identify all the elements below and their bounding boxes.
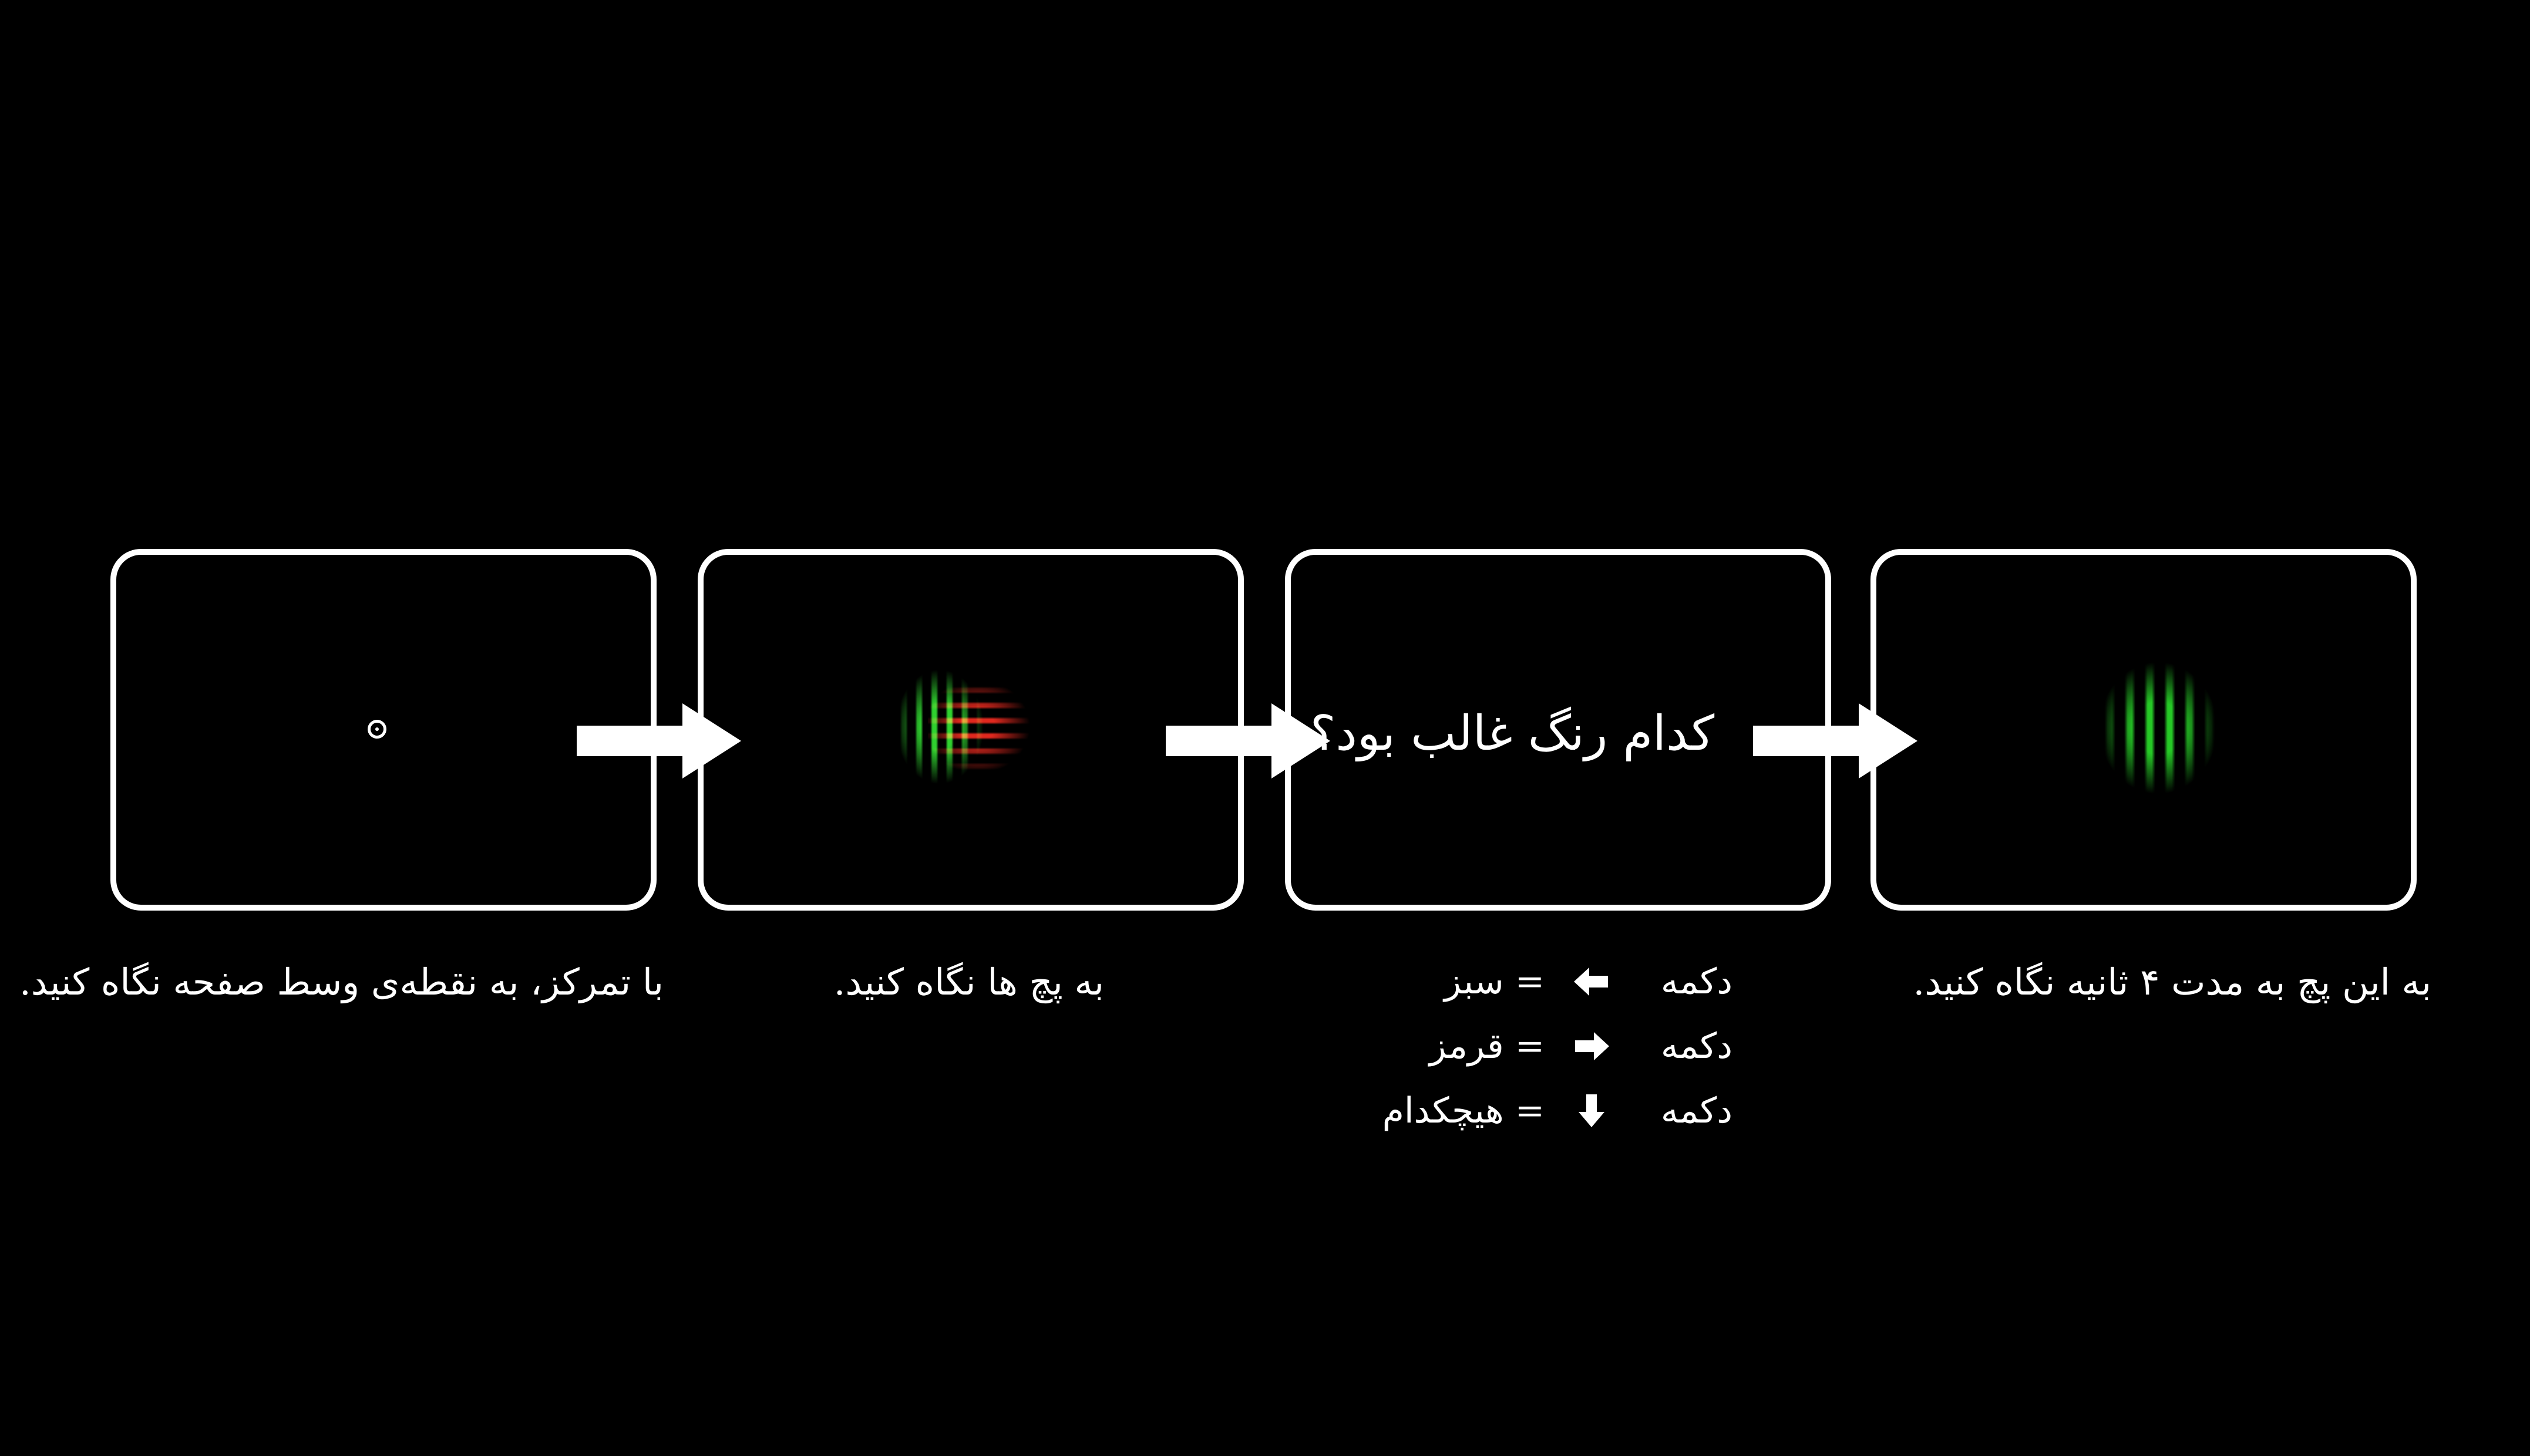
arrow-down-icon — [1579, 1094, 1604, 1127]
key-meaning: = هیچکدام — [1382, 1090, 1545, 1131]
flow-arrow-right-icon — [577, 703, 741, 778]
key-meaning: = قرمز — [1429, 1026, 1545, 1067]
caption-fixation: با تمرکز، به نقطه‌ی وسط صفحه نگاه کنید. — [19, 960, 664, 1003]
flow-arrow-right-icon — [1166, 703, 1330, 778]
response-key-none: دکمه = هیچکدام — [1368, 1081, 1732, 1140]
red-horizontal-grating — [928, 663, 1069, 790]
fixation-dot-icon — [368, 720, 386, 739]
key-word: دکمه — [1660, 1026, 1732, 1067]
flow-arrow-right-icon — [1753, 703, 1917, 778]
caption-plaid: به پچ ها نگاه کنید. — [833, 960, 1104, 1003]
key-word: دکمه — [1660, 961, 1732, 1002]
question-text: کدام رنگ غالب بود؟ — [1310, 706, 1715, 761]
response-key-red: دکمه = قرمز — [1368, 1017, 1732, 1076]
key-meaning: = سبز — [1444, 961, 1545, 1002]
arrow-right-icon — [1575, 1032, 1609, 1060]
arrow-left-icon — [1574, 968, 1608, 996]
green-grating-patch — [2079, 640, 2238, 816]
key-word: دکمه — [1660, 1090, 1732, 1131]
caption-adaptation: به این پچ به مدت ۴ ثانیه نگاه کنید. — [1913, 960, 2431, 1003]
response-key-green: دکمه = سبز — [1368, 952, 1732, 1011]
panel-question — [1285, 549, 1831, 911]
